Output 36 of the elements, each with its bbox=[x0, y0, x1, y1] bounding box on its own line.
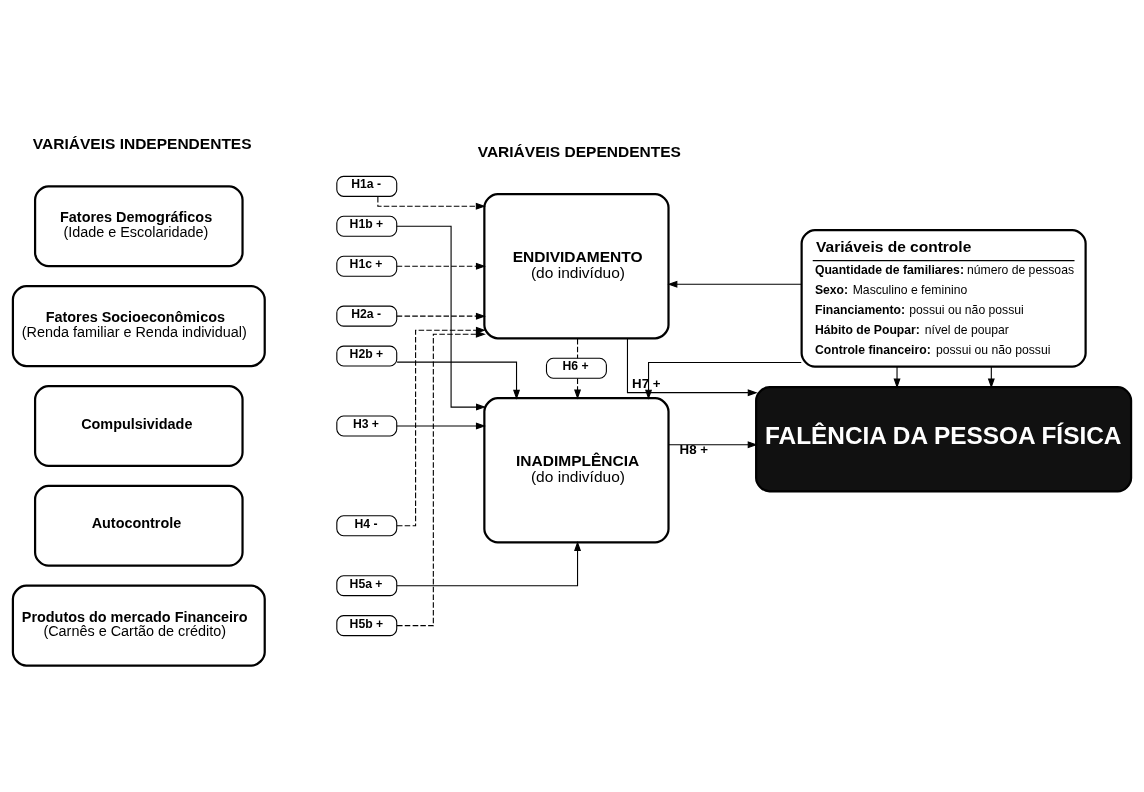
arrow bbox=[626, 338, 758, 397]
node-box: FALÊNCIA DA PESSOA FÍSICA bbox=[755, 386, 1133, 493]
node-box: H2a - bbox=[336, 305, 398, 327]
node-box: H1b + bbox=[336, 215, 398, 237]
label: VARIÁVEIS INDEPENDENTES bbox=[32, 135, 252, 153]
arrow bbox=[667, 280, 802, 288]
connector bbox=[577, 338, 579, 359]
node-box: H5a + bbox=[336, 575, 398, 597]
node-box: Compulsividade bbox=[34, 384, 244, 467]
node-box: ENDIVIDAMENTO (do indivíduo) bbox=[483, 193, 670, 340]
node-box: H5b + bbox=[336, 615, 398, 637]
node-box: H2b + bbox=[336, 345, 398, 367]
node-box: Variáveis de controle Quantidade de familiares: número de pessoas Sexo: Masculino e feminino Financiamento: possui ou não possui Hábito de Poupar: nível de poupar Controle financeiro: possui ou não possui bbox=[800, 229, 1087, 368]
node-box: H1c + bbox=[336, 255, 398, 277]
node-box: INADIMPLÊNCIA (do indivíduo) bbox=[483, 397, 670, 544]
node-box: H6 + bbox=[545, 357, 607, 379]
node-box: Fatores Demográficos (Idade e Escolaridade) bbox=[34, 185, 244, 268]
node-box: H4 - bbox=[336, 515, 398, 537]
arrow bbox=[574, 377, 582, 400]
node-box: Produtos do mercado Financeiro (Carnês e Cartão de crédito) bbox=[11, 584, 266, 667]
edge-label: H7 + bbox=[632, 375, 661, 391]
node-box: Autocontrole bbox=[34, 484, 244, 567]
arrow bbox=[893, 366, 901, 389]
arrow bbox=[645, 361, 802, 400]
edge-label: H8 + bbox=[679, 442, 709, 458]
arrow bbox=[668, 441, 758, 449]
arrow bbox=[396, 361, 521, 400]
node-box: H1a - bbox=[336, 175, 398, 197]
arrow bbox=[396, 541, 582, 587]
node-box: Fatores Socioeconômicos (Renda familiar e Renda individual) bbox=[11, 285, 266, 368]
label: VARIÁVEIS DEPENDENTES bbox=[477, 143, 681, 161]
arrow bbox=[396, 312, 486, 320]
arrow bbox=[396, 330, 486, 627]
node-box: H3 + bbox=[336, 415, 398, 437]
arrow bbox=[396, 422, 486, 430]
arrow bbox=[396, 262, 486, 270]
